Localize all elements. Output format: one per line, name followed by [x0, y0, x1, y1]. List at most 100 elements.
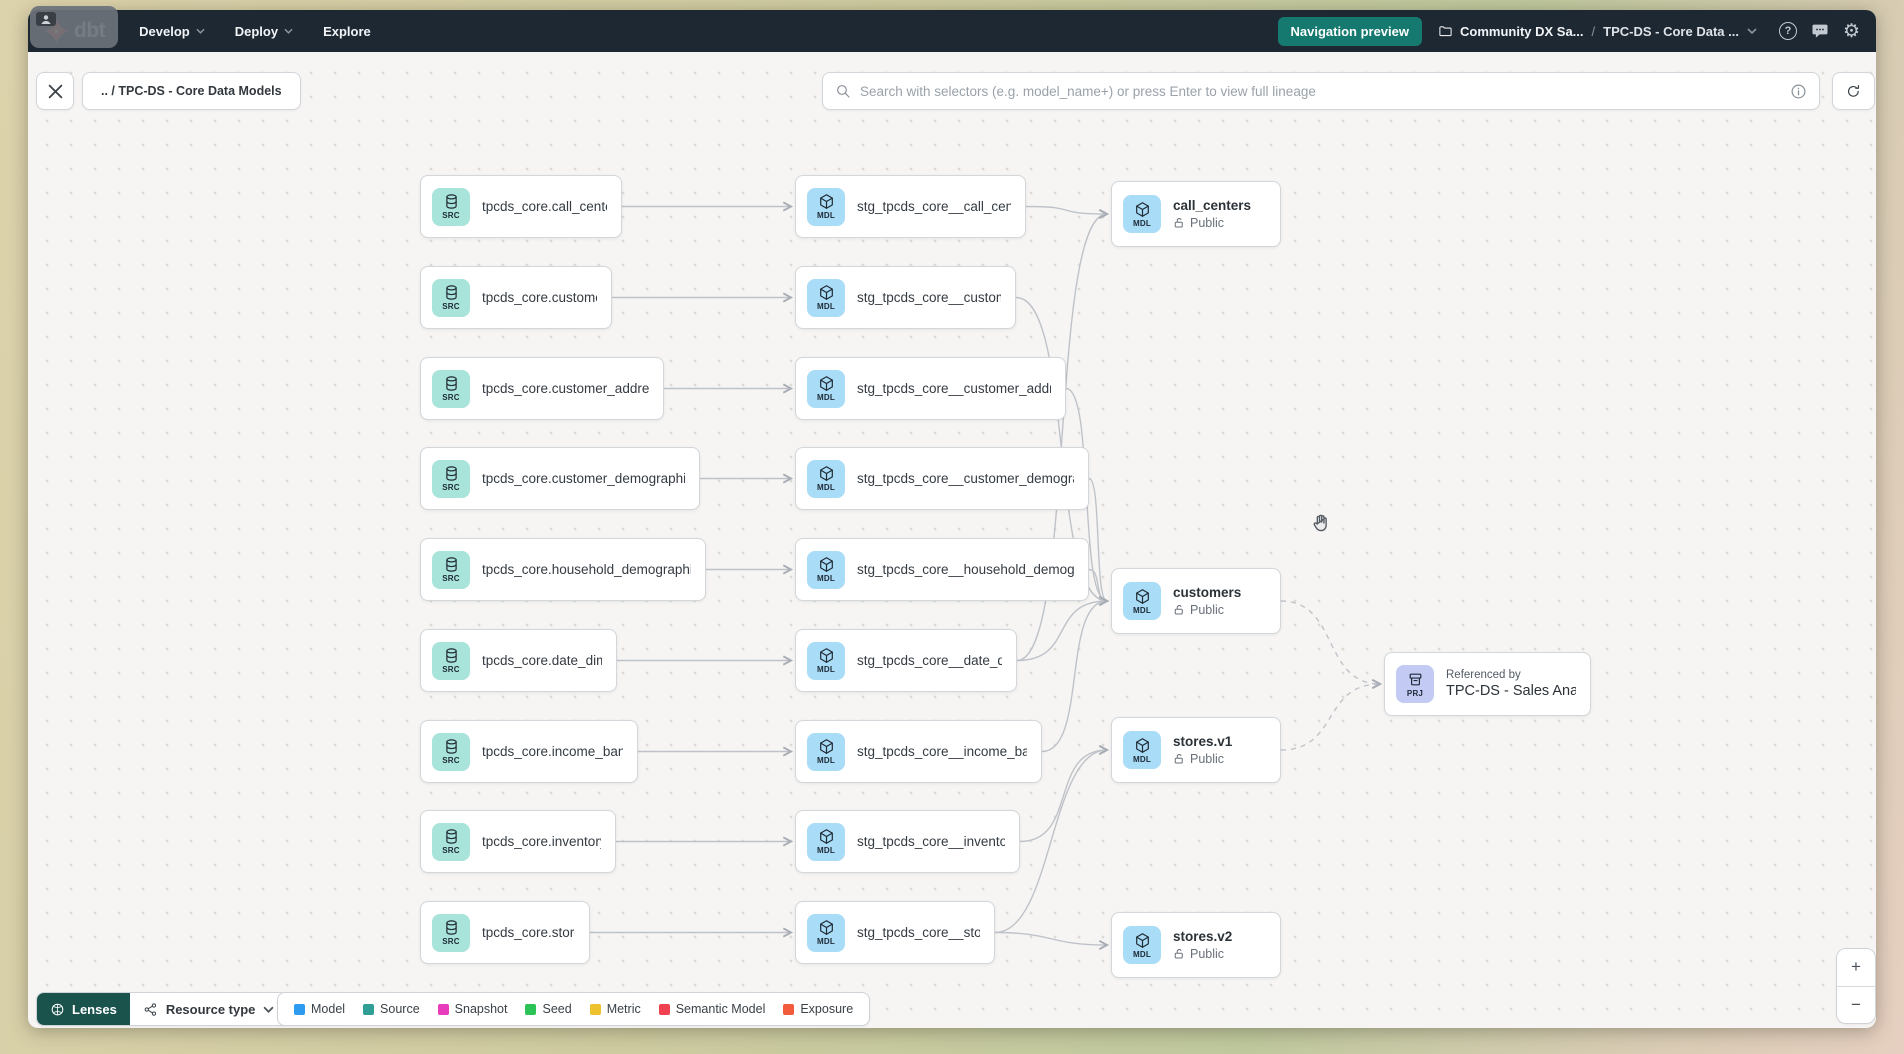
- legend-item-metric: Metric: [589, 1002, 641, 1016]
- model-badge: MDL: [807, 369, 845, 408]
- account-selector[interactable]: Community DX Sa...: [1438, 24, 1584, 39]
- chevron-down-icon: [263, 1006, 274, 1013]
- resource-type-dropdown[interactable]: Resource type: [129, 993, 288, 1025]
- resource-type-icon: [144, 1002, 156, 1016]
- node-title: TPC-DS - Sales Analytics: [1446, 683, 1576, 699]
- source-icon: [445, 920, 457, 935]
- graph-node-tpcds-core-customer-address[interactable]: SRC tpcds_core.customer_address: [420, 357, 664, 420]
- model-badge: MDL: [807, 459, 845, 498]
- node-title: stores.v1: [1173, 734, 1233, 749]
- graph-node-tpc-ds-sales-analytics[interactable]: PRJ Referenced by TPC-DS - Sales Analytic…: [1384, 652, 1591, 716]
- source-icon: [445, 557, 457, 572]
- legend-item-model: Model: [294, 1002, 345, 1016]
- node-label: tpcds_core.household_demographics: [482, 562, 691, 577]
- graph-node-tpcds-core-customer-demographics[interactable]: SRC tpcds_core.customer_demographics: [420, 447, 700, 510]
- chevron-down-icon[interactable]: [1747, 28, 1757, 34]
- model-badge: MDL: [807, 550, 845, 589]
- source-badge: SRC: [432, 278, 470, 317]
- screen-share-tab-overlay: [30, 6, 118, 48]
- search-icon: [837, 85, 850, 98]
- chevron-down-icon: [284, 28, 293, 34]
- refresh-lineage-button[interactable]: [1832, 72, 1875, 110]
- nav-develop[interactable]: Develop: [139, 24, 205, 39]
- source-icon: [445, 194, 457, 209]
- search-input[interactable]: [860, 83, 1781, 99]
- node-label: stg_tpcds_core__household_demogr...: [857, 562, 1074, 577]
- nav-explore[interactable]: Explore: [323, 23, 371, 39]
- zoom-in-button[interactable]: +: [1837, 949, 1875, 987]
- legend-swatch: [658, 1003, 670, 1015]
- model-icon: [819, 648, 833, 663]
- header-right: Navigation preview Community DX Sa... / …: [1277, 16, 1860, 46]
- lenses-icon: [51, 1003, 64, 1015]
- legend-item-seed: Seed: [525, 1002, 572, 1016]
- model-badge: MDL: [1123, 195, 1161, 233]
- close-lineage-button[interactable]: [36, 72, 74, 110]
- app-header: dbt Develop Deploy Explore Navigation pr…: [28, 10, 1876, 52]
- node-label: tpcds_core.call_center: [482, 199, 607, 214]
- model-icon: [1135, 737, 1149, 753]
- legend-item-semantic-model: Semantic Model: [658, 1002, 765, 1016]
- graph-node-stg-tpcds-core-household-demogr-[interactable]: MDL stg_tpcds_core__household_demogr...: [795, 538, 1089, 601]
- model-icon: [819, 829, 833, 844]
- main-nav: Develop Deploy Explore: [139, 24, 371, 39]
- node-label: stg_tpcds_core__store: [857, 925, 980, 940]
- model-icon: [1135, 201, 1149, 217]
- node-label: stg_tpcds_core__date_dim: [857, 653, 1002, 668]
- model-icon: [819, 920, 833, 935]
- access-label: Public: [1190, 603, 1225, 617]
- info-icon[interactable]: [1790, 83, 1807, 100]
- model-badge: MDL: [807, 641, 845, 680]
- access-row: Public: [1173, 603, 1241, 617]
- zoom-out-button[interactable]: −: [1837, 986, 1875, 1023]
- legend-swatch: [294, 1003, 305, 1015]
- project-badge: PRJ: [1396, 665, 1434, 703]
- navigation-preview-button[interactable]: Navigation preview: [1277, 16, 1422, 46]
- screen-share-icon: [36, 12, 56, 26]
- lenses-button[interactable]: Lenses: [37, 993, 130, 1025]
- legend-swatch: [437, 1003, 449, 1015]
- breadcrumb-separator: /: [1591, 23, 1596, 39]
- nav-deploy[interactable]: Deploy: [235, 24, 293, 39]
- model-icon: [819, 466, 833, 481]
- app-window: dbt Develop Deploy Explore Navigation pr…: [28, 10, 1876, 1028]
- node-label: tpcds_core.customer_address: [482, 381, 649, 396]
- source-badge: SRC: [432, 913, 470, 952]
- source-badge: SRC: [432, 641, 470, 680]
- source-badge: SRC: [432, 459, 470, 498]
- node-label: tpcds_core.customer_demographics: [482, 471, 685, 486]
- feedback-icon[interactable]: [1811, 22, 1829, 40]
- node-label: tpcds_core.income_band: [482, 744, 623, 759]
- node-subtitle: Referenced by: [1446, 669, 1521, 681]
- source-badge: SRC: [432, 369, 470, 408]
- help-icon[interactable]: ?: [1778, 22, 1797, 40]
- node-label: tpcds_core.inventory: [482, 834, 601, 849]
- project-selector[interactable]: TPC-DS - Core Data ...: [1603, 23, 1739, 39]
- settings-gear-icon[interactable]: ⚙: [1842, 20, 1860, 42]
- close-icon: [48, 84, 62, 98]
- lineage-breadcrumb[interactable]: .. / TPC-DS - Core Data Models: [82, 72, 301, 110]
- graph-node-stg-tpcds-core-date-dim[interactable]: MDL stg_tpcds_core__date_dim: [795, 629, 1017, 692]
- model-icon: [819, 285, 833, 300]
- lens-controls: Lenses Resource type: [36, 992, 289, 1026]
- breadcrumb: Community DX Sa... / TPC-DS - Core Data …: [1438, 24, 1757, 39]
